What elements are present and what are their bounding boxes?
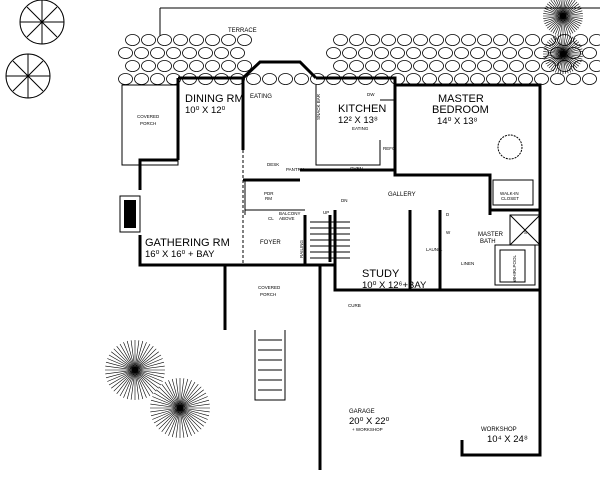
side-porch-label: COVERED <box>137 114 160 119</box>
tree-icons <box>5 0 583 438</box>
tree-icon <box>543 0 583 36</box>
washer-label: W <box>446 230 451 235</box>
gathering-room-label: GATHERING RM <box>145 237 230 249</box>
foyer-label: FOYER <box>260 240 281 246</box>
walk-in-closet-label-2: CLOSET <box>501 196 519 201</box>
front-porch-label-2: PORCH <box>260 292 276 297</box>
shower-label: S <box>524 230 527 235</box>
pantry-label: PANTRY <box>286 167 304 172</box>
fireplace-icon <box>119 195 141 233</box>
oven-label: OVEN <box>350 166 363 171</box>
tree-icon <box>105 340 165 400</box>
stairs-up-label: UP <box>323 210 329 215</box>
garage-note: + WORKSHOP <box>352 427 383 432</box>
master-bedroom-label: MASTER <box>438 93 484 105</box>
kitchen-label: KITCHEN <box>338 103 386 115</box>
refg-label: REFG <box>383 146 396 151</box>
shrub-icon <box>497 134 523 160</box>
study-label: STUDY <box>362 268 400 280</box>
side-porch-label-2: PORCH <box>140 121 156 126</box>
dw-label: DW <box>367 92 375 97</box>
workshop-label: WORKSHOP <box>481 427 517 433</box>
front-porch-label: COVERED <box>258 285 281 290</box>
garage-label: GARAGE <box>349 409 375 415</box>
terrace: TERRACE <box>118 7 600 85</box>
gallery-label: GALLERY <box>388 192 416 198</box>
study-dims: 10⁰ X 12⁶+BAY <box>362 280 427 291</box>
master-bedroom-label-2: BEDROOM <box>432 104 489 116</box>
eating-label: EATING <box>250 94 272 100</box>
room-labels: COVERED PORCH DINING RM 10⁰ X 12⁰ EATING… <box>137 92 528 445</box>
snack-bar-label: SNACK BAR <box>316 93 321 120</box>
tree-icon <box>5 53 51 99</box>
gathering-room-dims: 16⁰ X 16⁰ + BAY <box>145 249 215 260</box>
master-bath-label: MASTER <box>478 232 504 238</box>
whirlpool-label: WHIRLPOOL <box>512 254 517 282</box>
tree-icon <box>150 378 210 438</box>
master-bath-label-2: BATH <box>480 239 496 245</box>
desk-label: DESK <box>267 162 279 167</box>
powder-room-label: PDR <box>264 191 274 196</box>
balcony-label-2: ABOVE <box>279 216 295 221</box>
linen-label: LINEN <box>461 261 474 266</box>
curb-label: CURB <box>348 303 361 308</box>
master-bedroom-dims: 14⁰ X 13⁸ <box>437 116 478 127</box>
tree-icon <box>543 34 583 74</box>
dining-room-label: DINING RM <box>185 93 244 105</box>
balcony-label: BALCONY <box>279 211 301 216</box>
railing-label: RAILING <box>299 239 304 258</box>
stairs <box>310 215 350 262</box>
walk-in-closet-label: WALK-IN <box>500 191 519 196</box>
terrace-label: TERRACE <box>228 28 257 34</box>
stairs-down-label: DN <box>341 198 348 203</box>
closet-label: CL <box>268 216 274 221</box>
tree-icon <box>19 0 65 45</box>
powder-room-label-2: RM <box>265 196 272 201</box>
laundry-label: LAUND. <box>426 247 443 252</box>
workshop-dims: 10⁴ X 24⁸ <box>487 434 528 445</box>
dryer-label: D <box>446 212 450 217</box>
garage-dims: 20⁰ X 22⁰ <box>349 416 390 427</box>
kitchen-eating-label: EATING <box>352 126 369 131</box>
walls <box>119 60 542 470</box>
kitchen-dims: 12² X 13⁸ <box>338 115 378 126</box>
dining-room-dims: 10⁰ X 12⁰ <box>185 105 226 116</box>
